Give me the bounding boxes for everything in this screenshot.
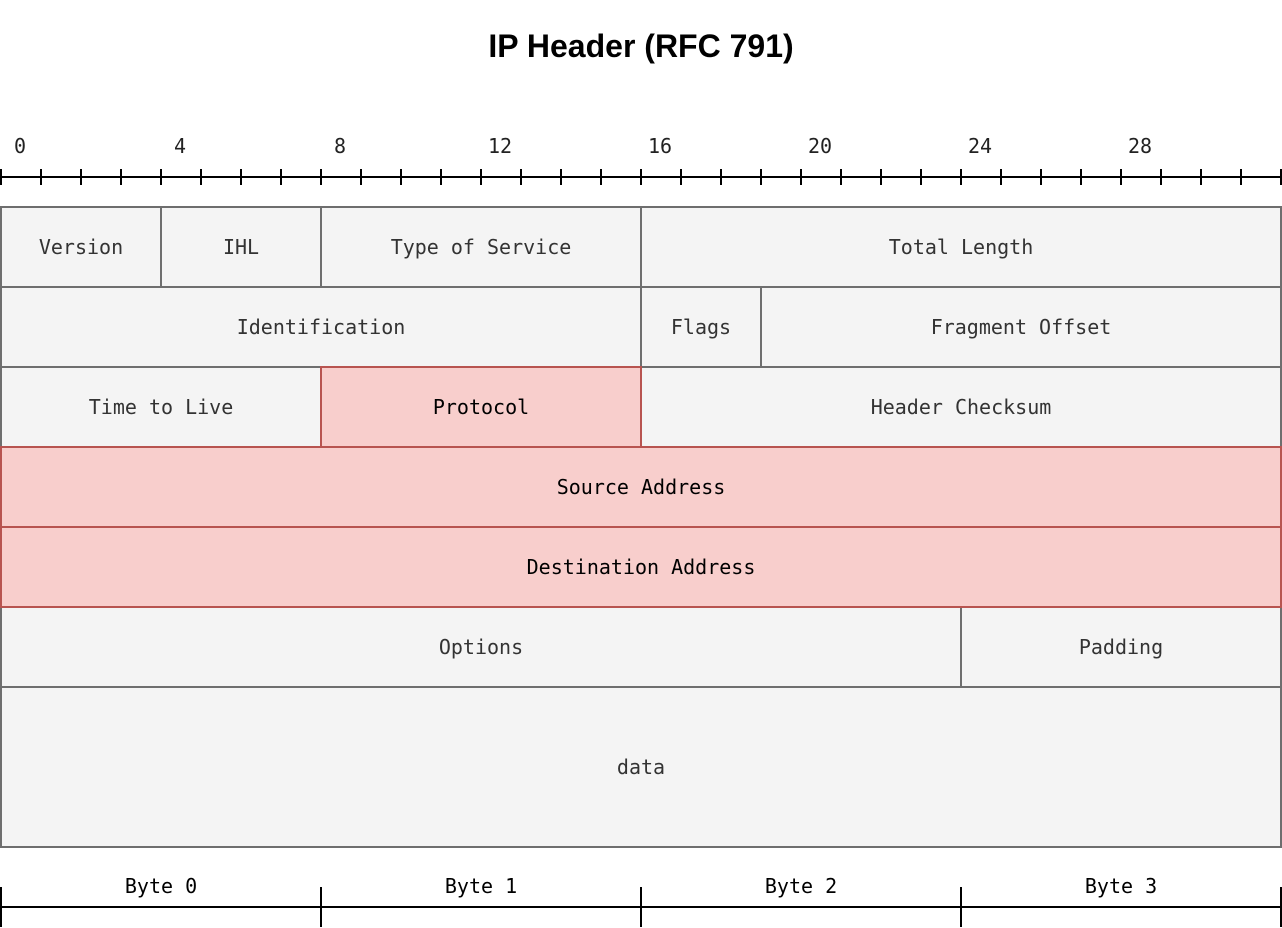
bit-ruler bbox=[0, 169, 1282, 185]
field-identification: Identification bbox=[0, 286, 642, 368]
field-total-length: Total Length bbox=[640, 206, 1282, 288]
field-data: data bbox=[0, 686, 1282, 848]
bit-label: 12 bbox=[487, 134, 513, 158]
bit-label: 20 bbox=[807, 134, 833, 158]
bit-label: 8 bbox=[333, 134, 347, 158]
bit-label: 4 bbox=[173, 134, 187, 158]
field-time-to-live: Time to Live bbox=[0, 366, 322, 448]
byte-label: Byte 0 bbox=[124, 874, 198, 898]
bit-label: 0 bbox=[13, 134, 27, 158]
field-destination-address: Destination Address bbox=[0, 526, 1282, 608]
diagram-title: IP Header (RFC 791) bbox=[488, 28, 794, 64]
field-flags: Flags bbox=[640, 286, 762, 368]
field-fragment-offset: Fragment Offset bbox=[760, 286, 1282, 368]
field-options: Options bbox=[0, 606, 962, 688]
byte-label: Byte 2 bbox=[764, 874, 838, 898]
field-protocol: Protocol bbox=[320, 366, 642, 448]
field-padding: Padding bbox=[960, 606, 1282, 688]
field-version: Version bbox=[0, 206, 162, 288]
field-source-address: Source Address bbox=[0, 446, 1282, 528]
bit-label: 24 bbox=[967, 134, 993, 158]
bit-label: 28 bbox=[1127, 134, 1153, 158]
byte-label: Byte 3 bbox=[1084, 874, 1158, 898]
field-header-checksum: Header Checksum bbox=[640, 366, 1282, 448]
bit-label: 16 bbox=[647, 134, 673, 158]
field-ihl: IHL bbox=[160, 206, 322, 288]
field-type-of-service: Type of Service bbox=[320, 206, 642, 288]
byte-label: Byte 1 bbox=[444, 874, 518, 898]
